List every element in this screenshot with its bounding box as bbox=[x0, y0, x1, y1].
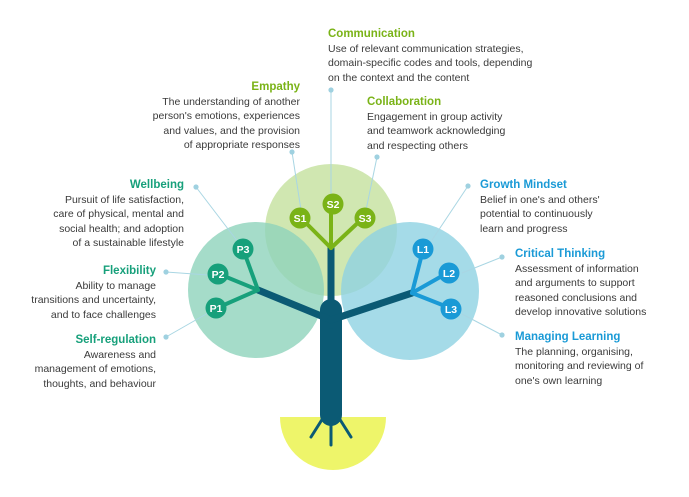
leader-lines bbox=[163, 87, 505, 340]
svg-text:L1: L1 bbox=[417, 244, 429, 256]
growth-mindset-description: Belief in one's and others' potential to… bbox=[480, 194, 600, 235]
svg-text:P3: P3 bbox=[237, 244, 250, 256]
wellbeing-description: Pursuit of life satisfaction, care of ph… bbox=[53, 194, 184, 250]
node-p3: P3 bbox=[232, 238, 254, 260]
svg-text:S1: S1 bbox=[294, 213, 307, 225]
flexibility-description: Ability to manage transitions and uncert… bbox=[31, 280, 156, 321]
node-l2: L2 bbox=[438, 262, 460, 284]
svg-text:S3: S3 bbox=[359, 213, 372, 225]
svg-text:S2: S2 bbox=[327, 199, 340, 211]
node-l1: L1 bbox=[412, 238, 434, 260]
wellbeing-title: Wellbeing bbox=[129, 179, 184, 191]
critical-thinking-title: Critical Thinking bbox=[515, 248, 606, 260]
managing-learning-block: Managing Learning The planning, organisi… bbox=[515, 330, 685, 388]
node-s1: S1 bbox=[289, 207, 311, 229]
svg-text:P2: P2 bbox=[212, 269, 225, 281]
node-s2: S2 bbox=[322, 193, 344, 215]
growth-mindset-title: Growth Mindset bbox=[480, 179, 567, 191]
empathy-title: Empathy bbox=[251, 81, 300, 93]
flexibility-block: Flexibility Ability to manage transition… bbox=[10, 264, 156, 322]
empathy-block: Empathy The understanding of another per… bbox=[128, 80, 300, 153]
svg-text:L2: L2 bbox=[443, 268, 455, 280]
self-regulation-block: Self-regulation Awareness and management… bbox=[10, 333, 156, 391]
ground-semicircle bbox=[280, 417, 386, 470]
growth-mindset-block: Growth Mindset Belief in one's and other… bbox=[480, 178, 655, 236]
empathy-description: The understanding of another person's em… bbox=[152, 96, 300, 152]
collaboration-block: Collaboration Engagement in group activi… bbox=[367, 95, 542, 153]
node-p2: P2 bbox=[207, 263, 229, 285]
communication-title: Communication bbox=[328, 28, 415, 40]
managing-learning-title: Managing Learning bbox=[515, 331, 621, 343]
critical-thinking-block: Critical Thinking Assessment of informat… bbox=[515, 247, 685, 320]
svg-text:L3: L3 bbox=[445, 304, 457, 316]
self-regulation-description: Awareness and management of emotions, th… bbox=[34, 349, 156, 390]
self-regulation-title: Self-regulation bbox=[75, 334, 156, 346]
node-p1: P1 bbox=[205, 297, 227, 319]
collaboration-title: Collaboration bbox=[367, 96, 442, 108]
wellbeing-block: Wellbeing Pursuit of life satisfaction, … bbox=[22, 178, 184, 251]
managing-learning-description: The planning, organising, monitoring and… bbox=[515, 346, 644, 387]
trunk bbox=[254, 243, 416, 426]
communication-description: Use of relevant communication strategies… bbox=[328, 43, 533, 84]
roots bbox=[309, 413, 353, 447]
flexibility-title: Flexibility bbox=[102, 265, 156, 277]
node-l3: L3 bbox=[440, 298, 462, 320]
critical-thinking-description: Assessment of information and arguments … bbox=[515, 263, 647, 319]
svg-text:P1: P1 bbox=[210, 303, 223, 315]
collaboration-description: Engagement in group activity and teamwor… bbox=[367, 111, 506, 152]
node-s3: S3 bbox=[354, 207, 376, 229]
communication-block: Communication Use of relevant communicat… bbox=[328, 27, 558, 85]
